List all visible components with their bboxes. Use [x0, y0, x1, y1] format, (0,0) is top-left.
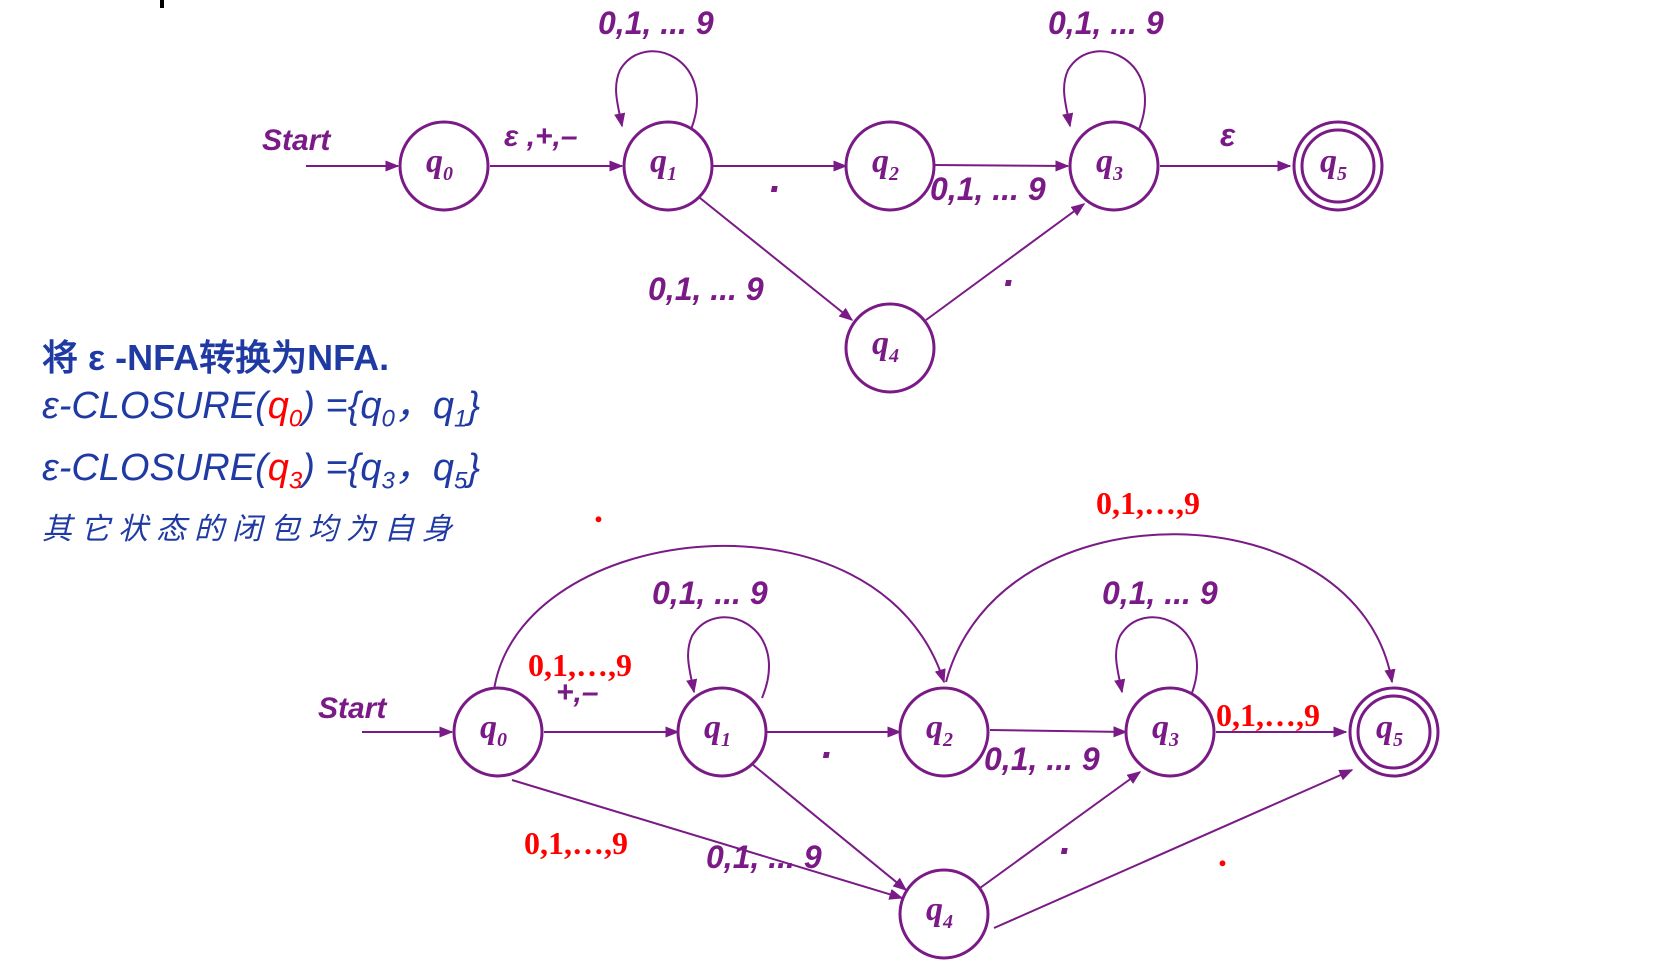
nfa-state-q5: q5 — [1348, 686, 1440, 778]
enfa-edge-q3-loop — [1062, 50, 1146, 133]
note-others: 其它状态的闭包均为自身 — [42, 512, 460, 548]
svg-text:q1: q1 — [650, 143, 677, 185]
nfa-label-q1-loop: 0,1, ... 9 — [652, 575, 768, 611]
enfa-edge-q4-q3 — [925, 203, 1086, 321]
closure-q3: ε-CLOSURE(q3) ={q3，q5} — [42, 446, 481, 495]
svg-text:q5: q5 — [1376, 709, 1403, 751]
svg-text:q2: q2 — [926, 709, 953, 751]
enfa-label-q3-loop: 0,1, ... 9 — [1048, 5, 1164, 41]
svg-text:q3: q3 — [1096, 143, 1123, 185]
enfa-state-q4: q4 — [844, 302, 936, 394]
enfa-start-label: Start — [262, 124, 332, 157]
nfa-edge-q1-q4 — [751, 763, 908, 891]
nfa-edge-q4-q5 — [993, 769, 1354, 929]
nfa-label-q0-q2-added: . — [594, 490, 603, 530]
nfa-label-q0-q1-added: 0,1,…,9 — [528, 647, 632, 683]
enfa-edge-q1-q4 — [699, 197, 854, 321]
nfa-edge-q0-q4 — [511, 779, 904, 900]
svg-text:q0: q0 — [426, 143, 453, 185]
enfa-state-q3: q3 — [1068, 120, 1160, 212]
corner-mark — [160, 0, 164, 8]
svg-text:q2: q2 — [872, 143, 899, 185]
enfa-label-q3-q5: ε — [1220, 117, 1236, 153]
nfa-diagram: Start q0 q1 — [318, 485, 1440, 960]
svg-text:q0: q0 — [480, 709, 507, 751]
enfa-state-q1: q1 — [622, 120, 714, 212]
nfa-edge-q3-loop — [1114, 616, 1198, 699]
nfa-label-q3-loop: 0,1, ... 9 — [1102, 575, 1218, 611]
enfa-edge-q1-loop — [614, 50, 698, 133]
nfa-label-q2-q3: 0,1, ... 9 — [984, 741, 1100, 777]
nfa-label-q2-q5-added: 0,1,…,9 — [1096, 485, 1200, 521]
enfa-label-q1-q2: . — [770, 157, 781, 201]
nfa-label-q4-q5-added: . — [1218, 834, 1227, 874]
nfa-state-q0: q0 — [452, 686, 544, 778]
note-title: 将 ε -NFA转换为NFA. — [42, 337, 390, 378]
nfa-label-q1-q4: 0,1, ... 9 — [706, 839, 822, 875]
nfa-state-q4: q4 — [898, 868, 990, 960]
svg-text:q1: q1 — [704, 709, 731, 751]
conversion-notes: 将 ε -NFA转换为NFA. ε-CLOSURE(q0) ={q0，q1} ε… — [42, 334, 480, 555]
nfa-label-q4-q3: . — [1060, 819, 1071, 863]
enfa-state-q5: q5 — [1292, 120, 1384, 212]
nfa-edge-q0-q2-arc — [493, 544, 946, 691]
enfa-edge-q2-q3 — [933, 160, 1070, 172]
nfa-edge-q2-q5-arc — [945, 533, 1396, 684]
enfa-diagram: Start q0 q1 q2 — [262, 5, 1384, 394]
svg-text:q4: q4 — [872, 325, 899, 367]
nfa-label-q1-q2: . — [822, 723, 833, 767]
closure-q0: ε-CLOSURE(q0) ={q0，q1} — [42, 385, 481, 433]
enfa-label-q1-q4: 0,1, ... 9 — [648, 271, 764, 307]
nfa-edge-q1-loop — [686, 616, 770, 699]
nfa-edge-q2-q3 — [989, 726, 1128, 738]
enfa-state-q2: q2 — [844, 120, 936, 212]
enfa-label-q2-q3: 0,1, ... 9 — [930, 171, 1046, 207]
svg-text:q3: q3 — [1152, 709, 1179, 751]
enfa-label-q0-q1: ε ,+,– — [504, 120, 578, 153]
nfa-label-q0-q4-added: 0,1,…,9 — [524, 825, 628, 861]
nfa-label-q3-q5-added: 0,1,…,9 — [1216, 697, 1320, 733]
nfa-state-q3: q3 — [1124, 686, 1216, 778]
nfa-label-q0-q1: +,– — [556, 676, 599, 709]
nfa-start-label: Start — [318, 692, 388, 725]
enfa-label-q4-q3: . — [1004, 251, 1015, 295]
svg-text:q5: q5 — [1320, 143, 1347, 185]
nfa-state-q1: q1 — [676, 686, 768, 778]
enfa-state-q0: q0 — [398, 120, 490, 212]
enfa-label-q1-loop: 0,1, ... 9 — [598, 5, 714, 41]
svg-text:q4: q4 — [926, 891, 953, 933]
nfa-state-q2: q2 — [898, 686, 990, 778]
nfa-edge-q4-q3 — [979, 771, 1142, 889]
